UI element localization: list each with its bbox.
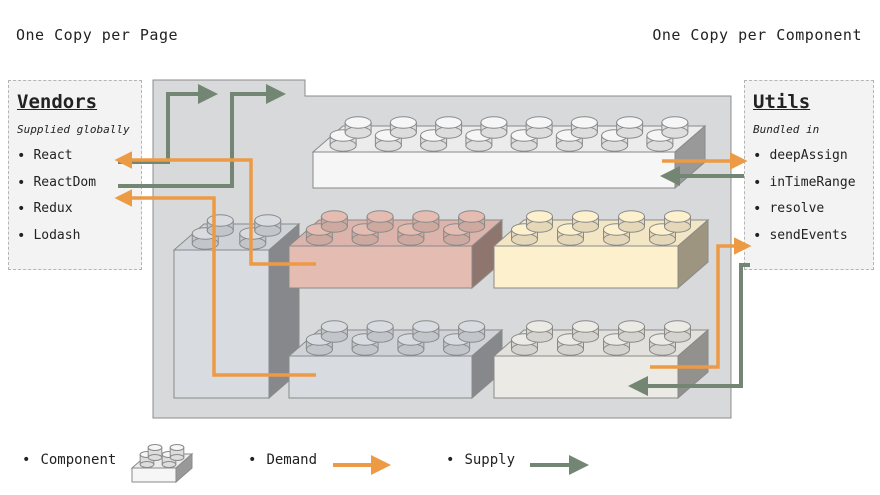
list-item: •React xyxy=(17,148,73,164)
brick-stud xyxy=(649,333,676,356)
legend-component-label: Component xyxy=(40,452,117,468)
supply-arrows xyxy=(118,84,750,396)
legend-brick-icon xyxy=(130,443,194,484)
brick-bottom-gray xyxy=(287,320,504,400)
brick-stud xyxy=(526,210,553,233)
brick-stud xyxy=(525,116,553,139)
list-item: •inTimeRange xyxy=(753,174,856,191)
brick-stud xyxy=(412,210,440,233)
vendors-subtitle: Supplied globally xyxy=(17,123,130,136)
brick-stud xyxy=(435,116,463,139)
legend-brick xyxy=(130,443,194,484)
vendor-reactdom: ReactDom xyxy=(33,174,97,190)
brick-stud xyxy=(480,116,508,139)
brick-stud xyxy=(366,210,394,233)
list-item: •Lodash xyxy=(17,227,81,244)
utils-subtitle: Bundled in xyxy=(753,123,820,136)
list-item: •resolve xyxy=(753,201,825,217)
brick-stud xyxy=(458,210,486,233)
brick-stud xyxy=(443,333,471,356)
brick-stud xyxy=(344,116,372,139)
vendor-redux: Redux xyxy=(33,201,73,216)
brick-stud xyxy=(661,116,689,139)
legend-component: •Component xyxy=(22,452,117,468)
brick-stud xyxy=(511,223,538,246)
brick-stud xyxy=(572,320,599,343)
legend-supply: •Supply xyxy=(446,452,516,468)
util-resolve: resolve xyxy=(769,201,825,216)
brick-stud xyxy=(320,320,348,343)
demand-arrow-reactdom xyxy=(114,189,316,377)
header-one-copy-per-component: One Copy per Component xyxy=(652,26,862,44)
utils-list: •deepAssign •inTimeRange •resolve •sendE… xyxy=(753,148,873,254)
brick-stud xyxy=(618,320,645,343)
utils-panel: Utils Bundled in •deepAssign •inTimeRang… xyxy=(744,80,874,270)
brick-stud xyxy=(206,214,234,237)
brick-tall-gray xyxy=(172,214,301,400)
demand-arrow-util-bottom xyxy=(650,237,752,369)
brick-stud xyxy=(616,116,644,139)
vendors-list: •React •ReactDom •Redux •Lodash xyxy=(17,148,141,254)
supply-arrow-react xyxy=(118,84,218,164)
list-item: •sendEvents xyxy=(753,227,848,244)
legend-demand: •Demand xyxy=(248,452,318,468)
brick-stud xyxy=(254,214,282,237)
brick-middle-red xyxy=(287,210,504,290)
brick-stud xyxy=(458,320,486,343)
brick-stud xyxy=(570,116,598,139)
header-one-copy-per-page: One Copy per Page xyxy=(16,26,179,44)
brick-stud xyxy=(366,320,394,343)
brick-stud xyxy=(601,129,629,152)
supply-arrow-reactdom xyxy=(118,84,286,188)
vendors-title: Vendors xyxy=(17,91,98,113)
util-deepassign: deepAssign xyxy=(769,148,848,163)
brick-stud xyxy=(618,210,645,233)
brick-stud xyxy=(169,443,185,462)
supply-arrow-util-bottom xyxy=(628,263,750,396)
vendor-lodash: Lodash xyxy=(33,227,81,243)
util-intimerange: inTimeRange xyxy=(769,174,856,190)
vendor-react: React xyxy=(33,148,73,163)
util-sendevents: sendEvents xyxy=(769,227,848,243)
demand-arrows xyxy=(114,151,752,377)
demand-arrow-react xyxy=(114,151,316,266)
brick-stud xyxy=(305,333,333,356)
legend-demand-label: Demand xyxy=(266,452,318,468)
utils-title: Utils xyxy=(753,91,811,113)
brick-stud xyxy=(526,320,553,343)
bricks-layer xyxy=(172,116,710,400)
legend-supply-label: Supply xyxy=(464,452,516,468)
vendors-panel: Vendors Supplied globally •React •ReactD… xyxy=(8,80,142,270)
brick-top-white xyxy=(311,116,707,190)
brick-stud xyxy=(320,210,348,233)
list-item: •deepAssign xyxy=(753,148,848,164)
brick-stud xyxy=(664,210,691,233)
brick-stud xyxy=(511,333,538,356)
list-item: •Redux xyxy=(17,201,73,217)
brick-bottom-light xyxy=(492,320,710,400)
brick-stud xyxy=(603,223,630,246)
brick-stud xyxy=(147,443,163,462)
list-item: •ReactDom xyxy=(17,174,97,191)
brick-stud xyxy=(389,116,417,139)
brick-stud xyxy=(664,320,691,343)
brick-middle-yellow xyxy=(492,210,710,290)
brick-stud xyxy=(374,129,402,152)
brick-stud xyxy=(412,320,440,343)
brick-stud xyxy=(572,210,599,233)
